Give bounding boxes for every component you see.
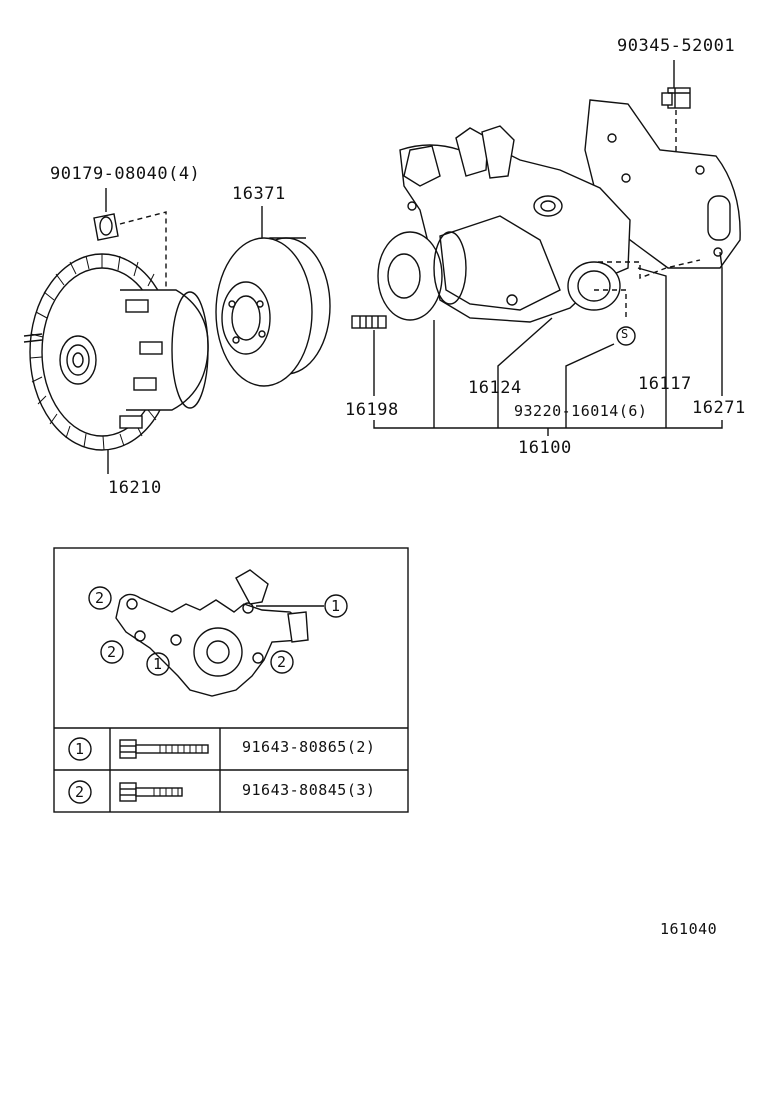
- long-bolt-icon: [119, 739, 209, 759]
- stud-part: [351, 315, 387, 329]
- detail-marker-circle: [100, 640, 124, 664]
- fluid-coupling-part: [23, 253, 209, 451]
- detail-marker: 2: [277, 653, 287, 671]
- sealant-dashed-leader: [594, 289, 627, 320]
- gasket-s-leader: [565, 343, 615, 428]
- label-pulley: 16371: [232, 184, 286, 204]
- detail-box: [53, 547, 409, 813]
- table-marker: 1: [75, 740, 85, 758]
- gasket-plate-leader: [637, 267, 667, 428]
- label-cap-nut: 90345-52001: [617, 36, 736, 56]
- figure-number: 161040: [660, 920, 718, 938]
- table-part-number: 91643-80865(2): [242, 738, 376, 756]
- detail-marker: 1: [153, 655, 163, 673]
- detail-marker-circle: [88, 586, 112, 610]
- fan-nut-part: [93, 213, 119, 241]
- label-fan-nut: 90179-08040(4): [50, 164, 201, 184]
- detail-marker-circle: [270, 650, 294, 674]
- detail-marker: 1: [331, 597, 341, 615]
- table-marker-circle: [68, 780, 92, 804]
- short-bolt-icon: [119, 782, 183, 802]
- table-marker: 2: [75, 783, 85, 801]
- fan-nut-dashed-leader: [119, 211, 167, 290]
- label-fluid-coupling: 16210: [108, 478, 162, 498]
- label-pump-assy: 16100: [518, 438, 572, 458]
- label-stud: 16198: [345, 400, 399, 420]
- detail-marker: 2: [107, 643, 117, 661]
- sealant-mark-circle: [616, 326, 636, 346]
- detail-marker-circle: [324, 594, 348, 618]
- label-plate: 16271: [692, 398, 746, 418]
- detail-marker: 2: [95, 589, 105, 607]
- assembly-bracket: [373, 420, 723, 429]
- water-pump-part: [377, 125, 631, 323]
- gasket-dashed-leader: [598, 259, 701, 280]
- table-marker-circle: [68, 737, 92, 761]
- detail-pump-outline: [115, 569, 309, 697]
- label-gasket-plate: 16117: [638, 374, 692, 394]
- table-part-number: 91643-80845(3): [242, 781, 376, 799]
- sealant-mark: S: [621, 327, 629, 341]
- detail-marker-circle: [146, 652, 170, 676]
- pump-body-leader: [497, 317, 553, 428]
- cap-nut-part: [661, 87, 691, 109]
- pulley-part: [215, 237, 331, 387]
- label-pump-body: 16124: [468, 378, 522, 398]
- label-gasket-s: 93220-16014(6): [514, 402, 648, 420]
- plate-leader: [719, 251, 723, 396]
